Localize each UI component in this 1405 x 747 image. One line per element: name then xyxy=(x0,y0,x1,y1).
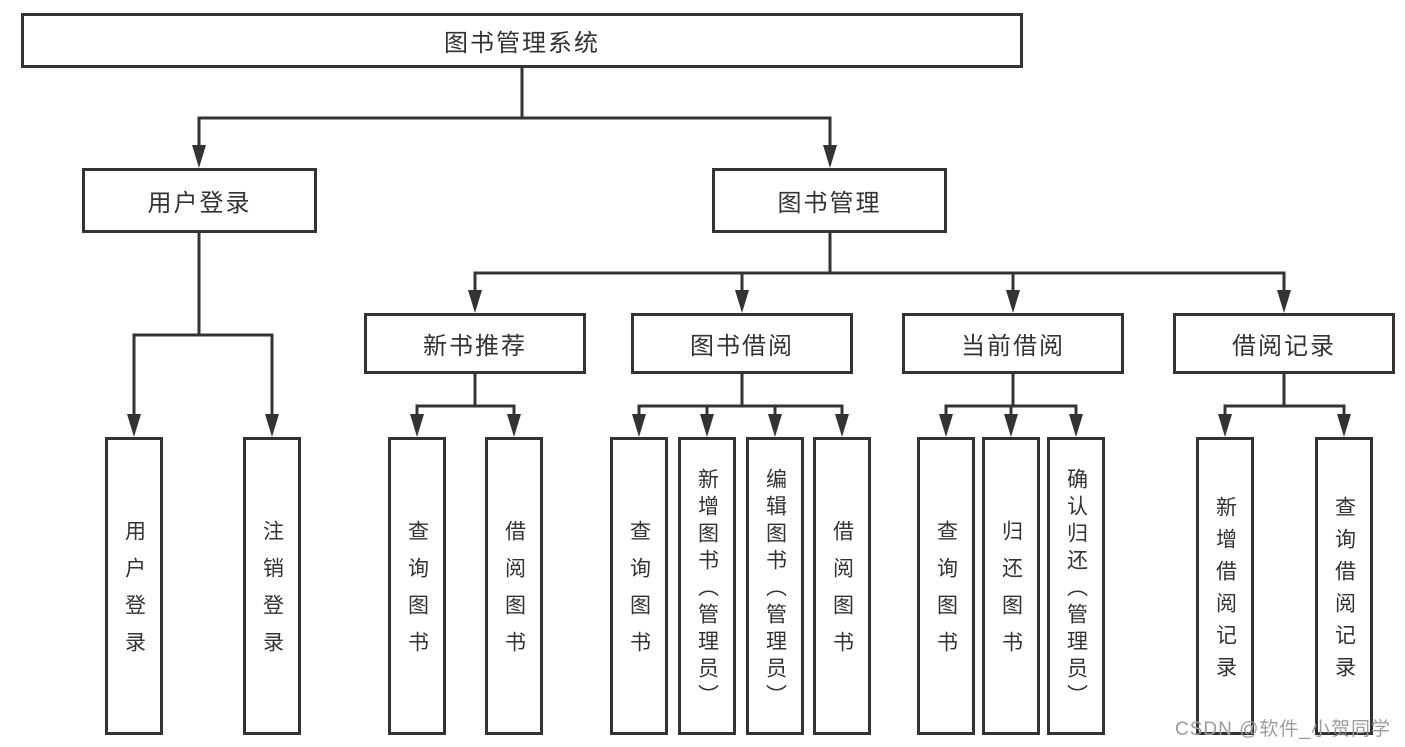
node-user-login: 用户登录 xyxy=(82,168,317,233)
leaf-add-book-admin: 新增图书（管理员） xyxy=(678,437,736,735)
leaf-return-books: 归还图书 xyxy=(982,437,1040,735)
leaf-edit-book-admin: 编辑图书（管理员） xyxy=(746,437,804,735)
leaf-return-books-label: 归还图书 xyxy=(999,520,1023,668)
node-current-borrow: 当前借阅 xyxy=(902,313,1124,374)
leaf-logout-label: 注销登录 xyxy=(260,520,284,668)
node-book-borrow: 图书借阅 xyxy=(631,313,853,374)
leaf-user-login: 用户登录 xyxy=(105,437,163,735)
node-book-mgmt-label: 图书管理 xyxy=(777,190,882,217)
leaf-add-borrow-record: 新增借阅记录 xyxy=(1196,437,1254,735)
leaf-borrow-books-borrow: 借阅图书 xyxy=(813,437,871,735)
leaf-query-borrow-record-label: 查询借阅记录 xyxy=(1332,495,1356,688)
node-root-label: 图书管理系统 xyxy=(444,30,600,57)
leaf-query-books-rec: 查询图书 xyxy=(388,437,446,735)
node-current-borrow-label: 当前借阅 xyxy=(961,333,1065,360)
leaf-query-books-borrow: 查询图书 xyxy=(610,437,668,735)
leaf-query-books-borrow-label: 查询图书 xyxy=(627,520,651,668)
leaf-edit-book-admin-label: 编辑图书（管理员） xyxy=(763,467,787,711)
leaf-query-books-rec-label: 查询图书 xyxy=(405,520,429,668)
node-borrow-records: 借阅记录 xyxy=(1173,313,1395,374)
leaf-query-books-current-label: 查询图书 xyxy=(934,520,958,668)
node-root: 图书管理系统 xyxy=(21,13,1023,68)
leaf-confirm-return-admin: 确认归还（管理员） xyxy=(1047,437,1105,735)
node-borrow-records-label: 借阅记录 xyxy=(1232,333,1336,360)
node-book-borrow-label: 图书借阅 xyxy=(690,333,794,360)
leaf-borrow-books-borrow-label: 借阅图书 xyxy=(830,520,854,668)
leaf-add-book-admin-label: 新增图书（管理员） xyxy=(695,467,719,711)
node-new-book-rec-label: 新书推荐 xyxy=(423,333,527,360)
leaf-query-books-current: 查询图书 xyxy=(917,437,975,735)
csdn-watermark: CSDN @软件_小贺同学 xyxy=(1175,719,1391,740)
leaf-borrow-books-rec-label: 借阅图书 xyxy=(502,520,526,668)
node-book-mgmt: 图书管理 xyxy=(712,168,947,233)
leaf-user-login-label: 用户登录 xyxy=(122,520,146,668)
node-new-book-rec: 新书推荐 xyxy=(364,313,586,374)
leaf-logout: 注销登录 xyxy=(243,437,301,735)
leaf-add-borrow-record-label: 新增借阅记录 xyxy=(1213,495,1237,688)
leaf-query-borrow-record: 查询借阅记录 xyxy=(1315,437,1373,735)
leaf-confirm-return-admin-label: 确认归还（管理员） xyxy=(1064,467,1088,711)
node-user-login-label: 用户登录 xyxy=(147,190,252,217)
leaf-borrow-books-rec: 借阅图书 xyxy=(485,437,543,735)
